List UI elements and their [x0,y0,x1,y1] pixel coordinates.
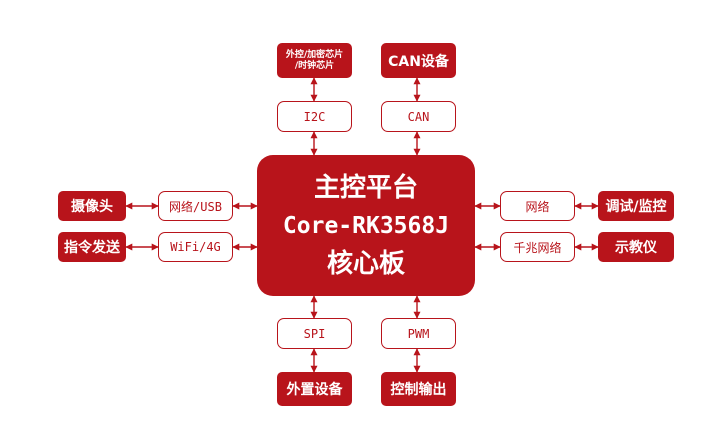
device-can-label: CAN设备 [388,53,449,70]
interface-can-label: CAN [407,109,430,124]
core-board: 主控平台 Core-RK3568J 核心板 [257,155,475,296]
device-camera: 摄像头 [58,191,126,221]
interface-network-label: 网络 [525,199,550,214]
device-command-sender-label: 指令发送 [64,240,120,256]
core-title: 主控平台 [313,172,418,203]
device-external-label: 外置设备 [286,382,343,398]
device-control-output: 控制输出 [381,372,456,406]
interface-pwm: PWM [381,318,456,349]
core-subtitle: 核心板 [326,248,405,279]
device-security-chip-line1: 外控/加密芯片 [285,49,344,60]
device-external: 外置设备 [277,372,352,406]
interface-spi-label: SPI [303,326,326,341]
device-can: CAN设备 [381,43,456,78]
interface-pwm-label: PWM [407,326,430,341]
device-debug-monitor: 调试/监控 [598,191,674,221]
device-camera-label: 摄像头 [71,199,113,215]
core-model: Core-RK3568J [282,212,450,239]
interface-network: 网络 [500,191,575,221]
device-teach-pendant-label: 示教仪 [615,240,657,256]
interface-network-usb-label: 网络/USB [169,199,222,214]
device-debug-monitor-label: 调试/监控 [605,199,667,215]
device-security-chip: 外控/加密芯片 /时钟芯片 [277,43,352,78]
interface-network-usb: 网络/USB [158,191,233,221]
interface-spi: SPI [277,318,352,349]
interface-i2c: I2C [277,101,352,132]
interface-i2c-label: I2C [303,109,326,124]
interface-can: CAN [381,101,456,132]
device-teach-pendant: 示教仪 [598,232,674,262]
device-control-output-label: 控制输出 [390,382,447,398]
interface-gigabit-network-label: 千兆网络 [513,240,562,255]
device-command-sender: 指令发送 [58,232,126,262]
interface-wifi-4g: WiFi/4G [158,232,233,262]
interface-wifi-4g-label: WiFi/4G [170,240,221,254]
interface-gigabit-network: 千兆网络 [500,232,575,262]
device-security-chip-line2: /时钟芯片 [294,60,335,71]
